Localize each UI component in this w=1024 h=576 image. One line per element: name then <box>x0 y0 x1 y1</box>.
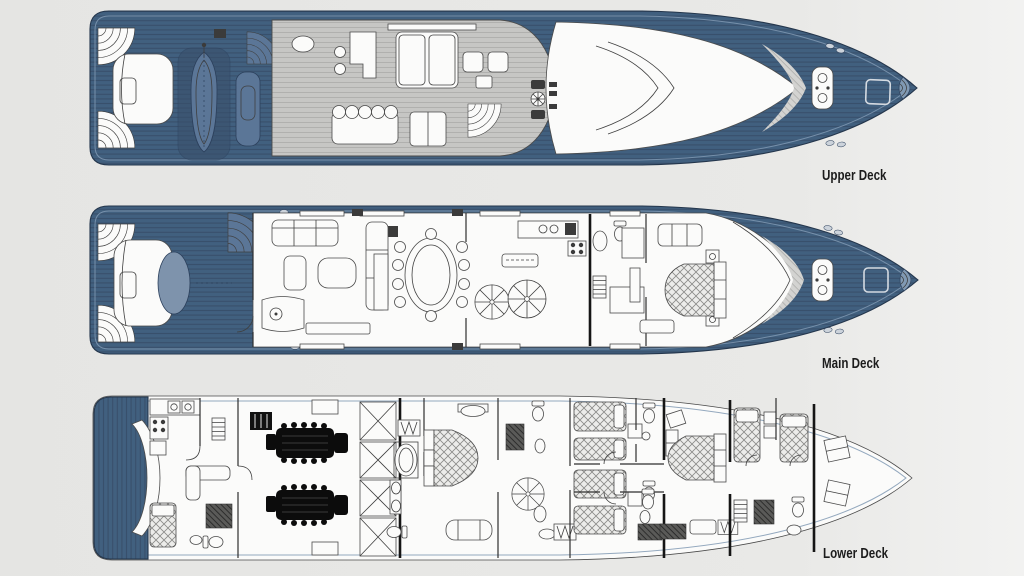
spiral-stairs-icon <box>511 477 545 511</box>
dining-area <box>373 228 470 322</box>
crew-stairs-icon <box>211 417 226 441</box>
shower-icon <box>637 523 663 541</box>
wardrobe-icon <box>397 419 421 437</box>
foredeck-white <box>545 21 799 155</box>
bidet-icon <box>538 528 556 540</box>
helm-station <box>530 80 557 119</box>
bar-counter <box>334 31 377 79</box>
stair-lobby <box>505 398 577 558</box>
salon-windows <box>299 209 641 350</box>
upper-deck-label: Upper Deck <box>822 168 887 184</box>
lounge-chairs <box>462 51 509 89</box>
double-bed-icon <box>433 429 479 487</box>
helm-seat <box>531 110 545 119</box>
engine-room <box>250 399 397 557</box>
swim-platform <box>93 396 149 560</box>
windlass-icon <box>811 66 834 110</box>
crew-mess-sofa <box>185 465 231 501</box>
galley <box>501 220 587 268</box>
sink-icon <box>786 524 802 536</box>
bow-tip <box>899 268 912 292</box>
window-strip <box>387 23 477 31</box>
upper-deck-plan <box>89 10 918 166</box>
washer-icon <box>753 499 775 525</box>
bathtub-icon <box>394 443 418 477</box>
twin-bed-icon <box>573 469 627 499</box>
vip-cabin <box>639 409 739 540</box>
double-bed-icon <box>667 435 715 481</box>
spiral-stairs-icon <box>507 279 547 319</box>
salon-bar <box>261 296 305 332</box>
double-bed-icon <box>664 263 715 317</box>
transom-platform <box>112 53 174 125</box>
toilet-icon <box>386 525 408 539</box>
bow-hatch-icon <box>864 78 892 106</box>
washer-icon <box>505 423 525 451</box>
sink-icon <box>639 510 651 524</box>
toilet-icon <box>791 496 805 518</box>
helm-wheel-icon <box>530 91 546 107</box>
wardrobe-icon <box>553 523 577 541</box>
fuel-tanks <box>359 401 397 557</box>
deck-vent <box>214 29 226 38</box>
crew-quarters <box>149 398 253 558</box>
sun-pad-small <box>409 111 447 147</box>
stairs-down-icon <box>592 275 607 299</box>
sun-pad <box>395 31 459 89</box>
toilet-icon <box>531 400 545 422</box>
helm-seat <box>531 80 545 89</box>
sink-icon <box>534 438 546 454</box>
toilet-icon <box>533 505 547 523</box>
bed-headboard <box>713 433 727 483</box>
spiral-stairs-icon <box>474 284 510 320</box>
twin-bed-icon <box>573 437 627 461</box>
cleat-icon <box>825 138 847 150</box>
twin-bed-icon <box>573 401 627 432</box>
windshield-arcs <box>595 41 675 135</box>
toilet-icon <box>202 535 224 549</box>
stairs-icon <box>733 499 748 523</box>
bulwark-wedge <box>762 44 806 132</box>
toilet-icon <box>641 488 655 510</box>
midship-master-cabin <box>386 398 499 558</box>
windlass-icon <box>811 258 834 302</box>
main-deck-plan <box>89 205 919 355</box>
master-stateroom <box>629 214 727 346</box>
bed-headboard <box>713 261 727 319</box>
shower-icon <box>659 523 687 540</box>
aft-deck-pad <box>157 251 191 315</box>
cabin-sofa <box>445 519 493 541</box>
washer-icon <box>205 503 233 529</box>
bulwark-wedge <box>762 236 804 324</box>
closet <box>621 227 645 259</box>
bow-hatch-icon <box>863 267 889 293</box>
aft-bench-seat <box>331 105 399 145</box>
jetski-icon <box>235 71 261 147</box>
twin-bed-icon <box>573 505 627 535</box>
guest-twin-cabins <box>573 398 664 541</box>
main-deck-label: Main Deck <box>822 356 880 372</box>
bow-storage <box>823 435 851 507</box>
toilet-icon <box>642 402 656 424</box>
day-head <box>592 220 627 252</box>
sink-icon <box>189 535 203 545</box>
lower-deck-label: Lower Deck <box>823 546 889 562</box>
transom-platform <box>113 239 173 327</box>
sink-icon <box>641 431 651 441</box>
cocktail-table <box>291 35 315 53</box>
forward-crew-cabins <box>733 398 809 536</box>
lower-deck-plan <box>92 395 913 561</box>
windshield-arcs <box>732 221 791 339</box>
